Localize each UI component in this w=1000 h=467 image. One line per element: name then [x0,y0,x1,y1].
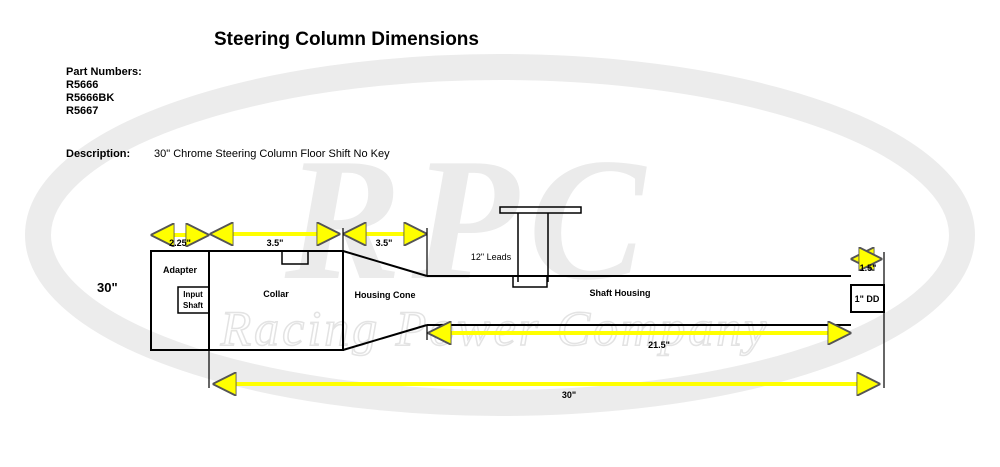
description-value: 30" Chrome Steering Column Floor Shift N… [154,148,390,160]
watermark-logo: RPC [284,122,655,316]
part-number-item: R5666BK [66,92,115,104]
shift-lever-base [512,275,548,288]
extension-lines [208,228,885,388]
dim-label-housing: 21.5" [648,340,670,350]
dimension-labels: 2.25" 3.5" 3.5" 1.5" 21.5" 30" [169,238,876,400]
watermark-ellipse [25,54,975,416]
label-leads: 12" Leads [471,252,512,262]
shift-lever-top [499,206,582,214]
watermark-tagline: Racing Power Company [220,300,770,356]
dim-label-collar: 3.5" [267,238,284,248]
label-input-shaft-1: Input [183,290,203,299]
label-housing-cone: Housing Cone [355,290,416,300]
label-dd: 1" DD [855,294,880,304]
part-number-item: R5667 [66,105,99,117]
label-shaft-housing: Shaft Housing [590,288,651,298]
part-numbers-label: Part Numbers: [66,66,142,78]
watermark: RPC Racing Power Company [25,54,975,416]
label-input-shaft-2: Shaft [183,301,203,310]
page-title: Steering Column Dimensions [214,29,479,50]
collar-tab [281,250,309,265]
label-collar: Collar [263,289,289,299]
description-label: Description: [66,148,131,160]
dd-box [850,284,885,313]
part-number-item: R5666 [66,79,99,91]
dim-label-overall: 30" [562,390,576,400]
dimension-arrows [153,234,880,384]
housing-cone-outline [342,250,428,351]
label-adapter: Adapter [163,265,198,275]
component-labels: Adapter Input Shaft Collar Housing Cone … [163,252,880,310]
collar-box [208,250,344,351]
overall-length-label: 30" [97,280,118,295]
dim-label-adapter: 2.25" [169,238,191,248]
shift-lever-stem [517,213,549,282]
dim-label-end: 1.5" [860,263,877,273]
dim-label-cone: 3.5" [376,238,393,248]
